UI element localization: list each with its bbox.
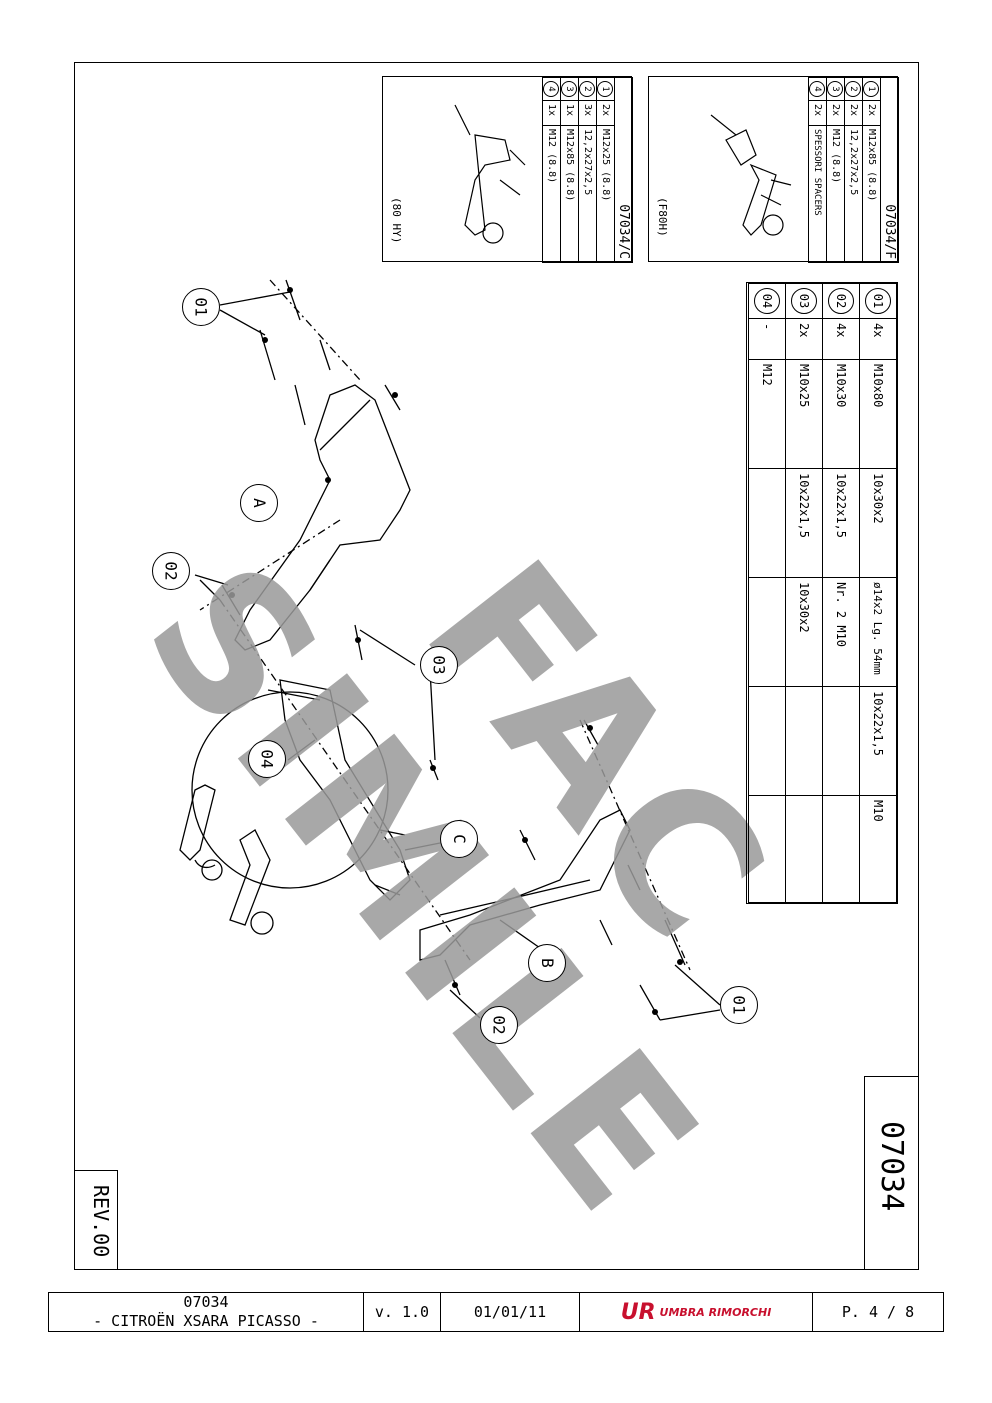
kit-c-hook-drawing xyxy=(454,104,526,244)
brand-logo-text: UMBRA RIMORCHI xyxy=(659,1305,772,1319)
title-block-code: 07034 xyxy=(183,1293,229,1311)
kit-c-title: 07034/C xyxy=(614,77,633,263)
title-block-date: 01/01/11 xyxy=(441,1293,580,1331)
revision-box: REV.00 xyxy=(74,1170,118,1270)
table-row: 03 2x M10x25 10x22x1,5 10x30x2 xyxy=(785,283,823,903)
callout-b: B xyxy=(528,944,566,982)
kit-c-label: (80 HY) xyxy=(390,197,403,244)
table-row: 04 - M12 xyxy=(748,283,786,903)
callout-04: 04 xyxy=(248,740,286,778)
callout-03: 03 xyxy=(420,646,458,684)
parts-table: 01 4x M10x80 10x30x2 ø14x2 Lg. 54mm 10x2… xyxy=(748,283,897,903)
callout-01-bottom: 01 xyxy=(720,986,758,1024)
callout-02-left: 02 xyxy=(152,552,190,590)
title-block-version: v. 1.0 xyxy=(364,1293,441,1331)
callout-02-bottom: 02 xyxy=(480,1006,518,1044)
revision-label: REV.00 xyxy=(89,1185,113,1258)
callout-a: A xyxy=(240,484,278,522)
kit-f-hook-drawing xyxy=(710,114,792,236)
brand-logo: UR UMBRA RIMORCHI xyxy=(580,1293,813,1331)
title-block: 07034 - CITROËN XSARA PICASSO - v. 1.0 0… xyxy=(48,1292,944,1332)
kit-f-label: (F80H) xyxy=(656,197,669,237)
drawing-frame xyxy=(74,62,919,1270)
page-number: P. 4 / 8 xyxy=(841,1303,915,1321)
callout-01-top: 01 xyxy=(182,288,220,326)
kit-f-title: 07034/F xyxy=(880,77,899,263)
callout-c: C xyxy=(440,820,478,858)
table-row: 02 4x M10x30 10x22x1,5 Nr. 2 M10 xyxy=(822,283,860,903)
table-row: 01 4x M10x80 10x30x2 ø14x2 Lg. 54mm 10x2… xyxy=(859,283,897,903)
drawing-number-box: 07034 xyxy=(864,1076,919,1270)
brand-logo-mark: UR xyxy=(620,1299,656,1325)
drawing-number: 07034 xyxy=(874,1121,909,1212)
title-block-vehicle: 07034 - CITROËN XSARA PICASSO - xyxy=(49,1293,364,1331)
title-block-vehicle-name: - CITROËN XSARA PICASSO - xyxy=(93,1312,319,1330)
parts-table-container: 01 4x M10x80 10x30x2 ø14x2 Lg. 54mm 10x2… xyxy=(746,282,898,904)
